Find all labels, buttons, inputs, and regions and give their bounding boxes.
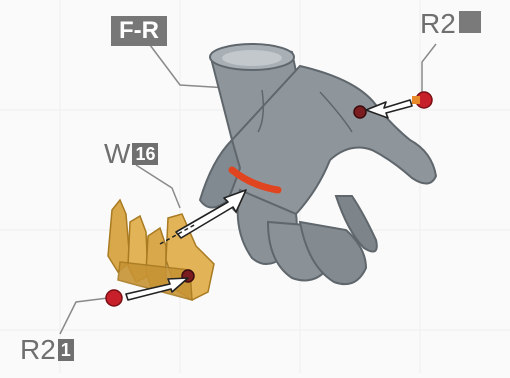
r2-bottom-number-tag: 1 <box>58 339 74 361</box>
claw-part <box>108 200 214 300</box>
w16-number-tag: 16 <box>132 143 158 165</box>
r2-top-square <box>459 11 481 33</box>
label-r2-top: R2 <box>420 10 481 38</box>
r2-bottom-text: R2 <box>20 334 56 365</box>
w16-prefix: W <box>104 138 130 169</box>
label-f-r: F-R <box>111 15 167 46</box>
hand-part <box>200 44 436 284</box>
r2-top-text: R2 <box>420 8 456 39</box>
f-r-tag: F-R <box>111 16 167 46</box>
